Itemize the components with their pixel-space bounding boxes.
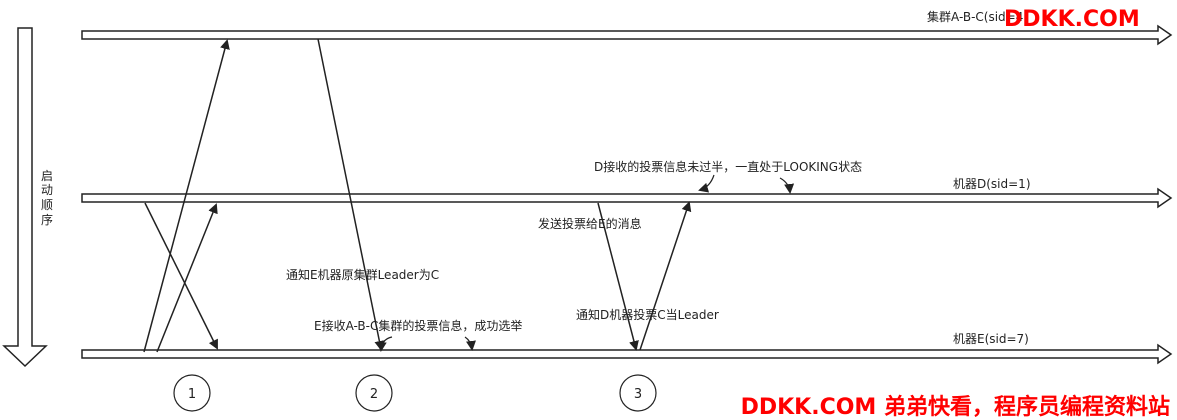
d-receive-text: D接收的投票信息未过半，一直处于LOOKING状态 (594, 159, 862, 174)
e-receive-text: E接收A-B-C集群的投票信息，成功选举 (314, 318, 522, 333)
e-to-cluster-arrow (143, 39, 230, 353)
step-circle-1: 1 (173, 374, 211, 412)
startup-order-label: 启 动 顺 序 (41, 169, 53, 227)
machine-d-label: 机器D(sid=1) (953, 177, 1031, 191)
cluster-timeline (81, 24, 1173, 46)
d-to-e-arrow (144, 202, 218, 350)
e-notify-d-arrow (639, 201, 692, 351)
step-number-3: 3 (634, 387, 642, 402)
step-circle-3: 3 (619, 374, 657, 412)
machine-d-timeline (81, 187, 1173, 209)
machine-e-label: 机器E(sid=7) (953, 332, 1029, 346)
notify-e-text: 通知E机器原集群Leader为C (286, 267, 439, 282)
startup-char-4: 序 (41, 212, 53, 227)
startup-char-2: 动 (41, 183, 53, 197)
e-to-d-arrow (156, 203, 218, 353)
watermark-bottom: DDKK.COM 弟弟快看，程序员编程资料站 (741, 394, 1170, 420)
cluster-label: 集群A-B-C(sid=4 (927, 9, 1023, 24)
startup-order-arrow (2, 27, 48, 368)
cluster-to-e-arrow (317, 38, 385, 351)
d-receive-callout-2 (779, 177, 795, 194)
d-receive-callout (698, 174, 715, 193)
startup-char-1: 启 (41, 169, 53, 183)
d-send-vote-to-e-arrow (597, 202, 639, 351)
send-vote-text: 发送投票给E的消息 (538, 216, 642, 231)
startup-char-3: 顺 (41, 198, 53, 212)
notify-d-text: 通知D机器投票C当Leader (576, 307, 719, 322)
step-number-1: 1 (188, 387, 196, 402)
watermark-top: DDKK.COM (1004, 7, 1140, 32)
machine-e-timeline (81, 343, 1173, 365)
e-receive-callout-2 (464, 336, 476, 351)
step-circle-2: 2 (355, 374, 393, 412)
step-number-2: 2 (370, 387, 378, 402)
e-receive-callout (376, 336, 393, 352)
